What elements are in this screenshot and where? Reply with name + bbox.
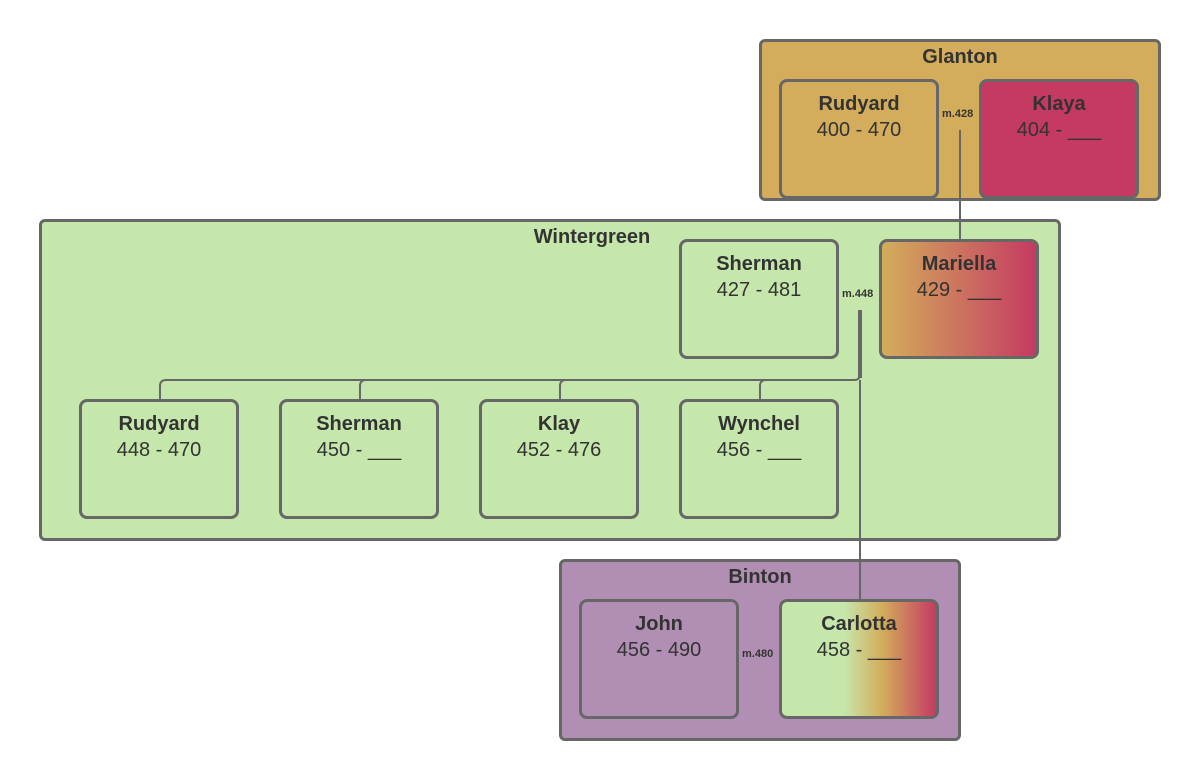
person-rudyard-glanton[interactable]: Rudyard 400 - 470 — [779, 79, 939, 199]
person-wynchel[interactable]: Wynchel 456 - ___ — [679, 399, 839, 519]
marriage-label: m.428 — [942, 108, 974, 120]
person-name: Sherman — [716, 253, 802, 275]
person-mariella[interactable]: Mariella 429 - ___ — [879, 239, 1039, 359]
person-dates: 400 - 470 — [816, 119, 902, 141]
person-carlotta[interactable]: Carlotta 458 - ___ — [779, 599, 939, 719]
person-name: Wynchel — [718, 413, 800, 435]
child-link-sherman — [359, 379, 367, 400]
person-klaya[interactable]: Klaya 404 - ___ — [979, 79, 1139, 199]
person-dates: 456 - ___ — [716, 439, 802, 461]
person-klay[interactable]: Klay 452 - 476 — [479, 399, 639, 519]
person-dates: 456 - 490 — [616, 639, 702, 661]
person-name: Klaya — [1032, 93, 1086, 115]
person-name: Rudyard — [118, 413, 200, 435]
person-name: Rudyard — [818, 93, 900, 115]
person-dates: 450 - ___ — [316, 439, 402, 461]
person-sherman-child[interactable]: Sherman 450 - ___ — [279, 399, 439, 519]
person-name: Carlotta — [821, 613, 897, 635]
person-name: Mariella — [921, 253, 997, 275]
family-title: Binton — [728, 566, 792, 588]
marriage-label: m.480 — [742, 648, 774, 660]
person-dates: 458 - ___ — [816, 639, 902, 661]
child-link-wynchel — [759, 379, 767, 400]
person-name: John — [635, 613, 683, 635]
wintergreen-children-line — [159, 310, 861, 400]
person-rudyard-child[interactable]: Rudyard 448 - 470 — [79, 399, 239, 519]
family-title: Glanton — [922, 46, 998, 68]
person-dates: 404 - ___ — [1016, 119, 1102, 141]
marriage-label: m.448 — [842, 288, 874, 300]
person-dates: 427 - 481 — [716, 279, 802, 301]
family-title: Wintergreen — [533, 226, 651, 248]
person-john[interactable]: John 456 - 490 — [579, 599, 739, 719]
person-sherman-parent[interactable]: Sherman 427 - 481 — [679, 239, 839, 359]
child-link-klay — [559, 379, 567, 400]
person-dates: 429 - ___ — [916, 279, 1002, 301]
person-dates: 452 - 476 — [516, 439, 602, 461]
person-dates: 448 - 470 — [116, 439, 202, 461]
person-name: Klay — [537, 413, 581, 435]
person-name: Sherman — [316, 413, 402, 435]
